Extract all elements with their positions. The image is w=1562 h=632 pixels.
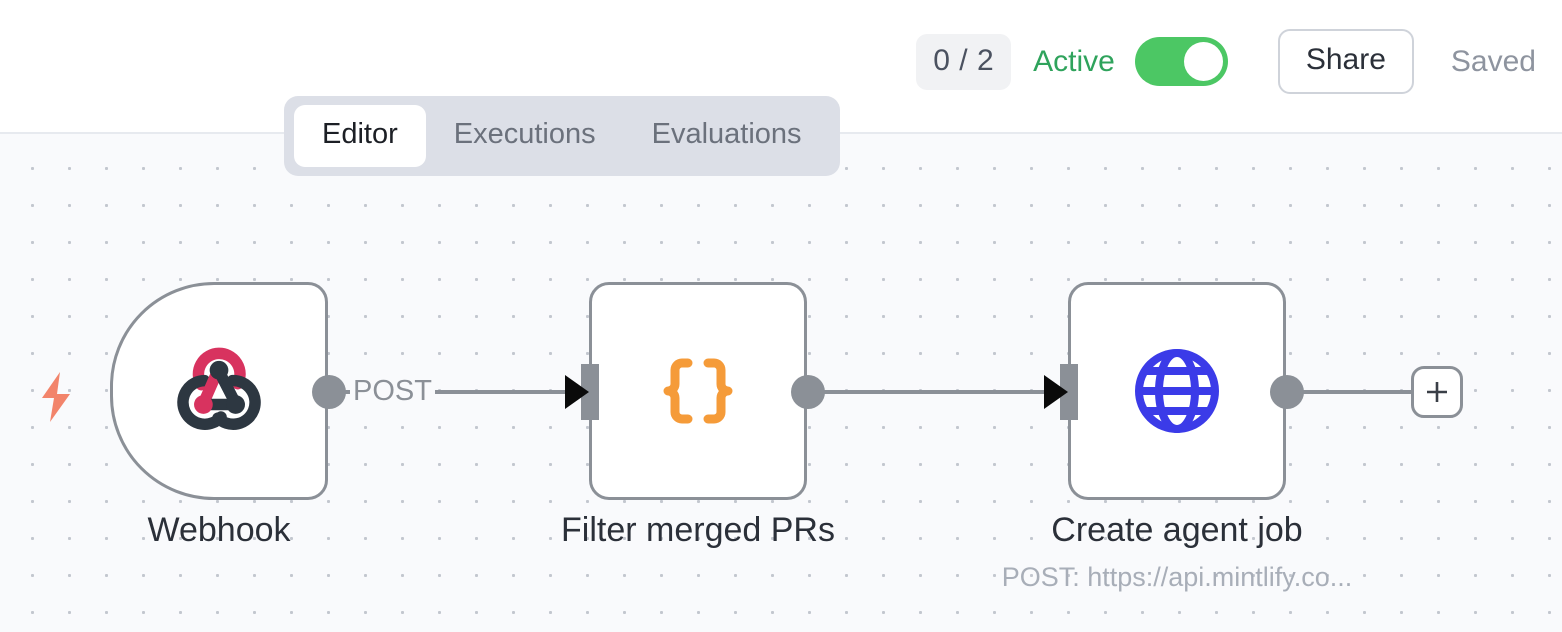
node-label-webhook: Webhook — [147, 511, 291, 549]
webhook-output-port[interactable] — [312, 375, 346, 409]
active-status-label: Active — [1033, 44, 1115, 78]
connection-webhook-filter[interactable] — [340, 390, 572, 394]
connection-arrow-http — [1044, 375, 1068, 409]
http-output-port[interactable] — [1270, 375, 1304, 409]
curly-braces-icon — [663, 358, 733, 424]
node-filter[interactable] — [589, 282, 807, 500]
filter-output-port[interactable] — [791, 375, 825, 409]
node-label-filter: Filter merged PRs — [561, 511, 835, 549]
saved-status-label: Saved — [1450, 44, 1536, 78]
node-label-http: Create agent job — [1051, 511, 1303, 549]
active-toggle[interactable] — [1134, 37, 1228, 86]
connection-http-add[interactable] — [1298, 390, 1413, 394]
tab-evaluations[interactable]: Evaluations — [651, 118, 802, 150]
node-webhook[interactable] — [110, 282, 328, 500]
view-tabs: Editor Executions Evaluations — [284, 96, 840, 176]
node-sublabel-http: POST: https://api.mintlify.co... — [1001, 562, 1353, 592]
node-http-request[interactable] — [1068, 282, 1286, 500]
lightning-bolt-icon — [42, 372, 70, 422]
execution-count-badge: 0 / 2 — [916, 33, 1012, 90]
webhook-icon — [177, 347, 261, 430]
header-actions: 0 / 2 Active Share Saved — [916, 29, 1536, 94]
connection-filter-http[interactable] — [819, 390, 1051, 394]
workflow-canvas[interactable]: POST — [0, 134, 1562, 632]
tab-editor[interactable]: Editor — [294, 105, 426, 167]
tab-executions[interactable]: Executions — [453, 118, 596, 150]
connection-arrow-filter — [565, 375, 589, 409]
add-node-button[interactable] — [1411, 366, 1463, 418]
connection-label-post: POST — [350, 375, 435, 408]
share-button[interactable]: Share — [1277, 29, 1414, 94]
globe-icon — [1135, 349, 1219, 433]
toggle-knob — [1183, 42, 1223, 81]
plus-icon — [1427, 382, 1447, 402]
